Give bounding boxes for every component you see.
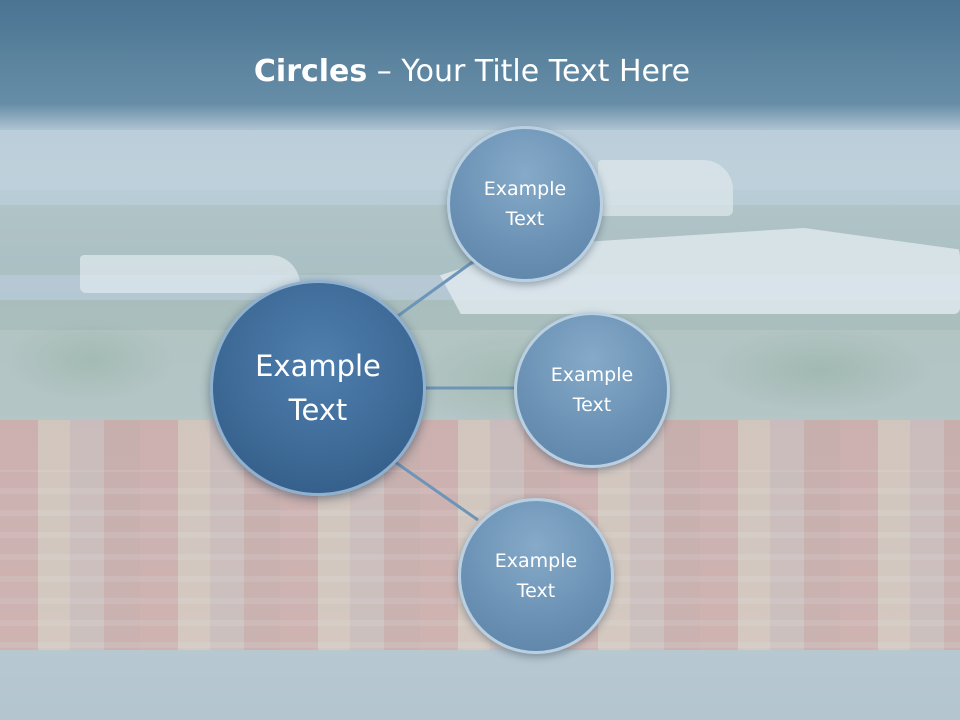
center-circle-line2: Text <box>288 393 348 427</box>
title-rest: – Your Title Text Here <box>367 54 691 89</box>
satellite-top-line2: Text <box>505 208 545 230</box>
satellite-middle-line2: Text <box>572 394 612 416</box>
title-bold: Circles <box>253 54 368 89</box>
satellite-bottom-line1: Example <box>494 550 578 572</box>
satellite-circle-middle[interactable]: Example Text <box>514 312 670 468</box>
distant-cruise-ship <box>598 160 733 216</box>
satellite-circle-bottom[interactable]: Example Text <box>458 498 614 654</box>
center-circle[interactable]: Example Text <box>210 280 426 496</box>
connector-top <box>394 256 479 320</box>
satellite-bottom-line2: Text <box>516 580 556 602</box>
connector-bottom <box>394 460 479 522</box>
title-band <box>0 0 960 130</box>
ferry <box>80 255 300 293</box>
slide-title: Circles – Your Title Text Here <box>0 54 944 89</box>
satellite-middle-line1: Example <box>550 364 634 386</box>
satellite-circle-top[interactable]: Example Text <box>447 126 603 282</box>
waterfront <box>0 650 960 720</box>
center-circle-line1: Example <box>255 349 381 383</box>
satellite-top-line1: Example <box>483 178 567 200</box>
